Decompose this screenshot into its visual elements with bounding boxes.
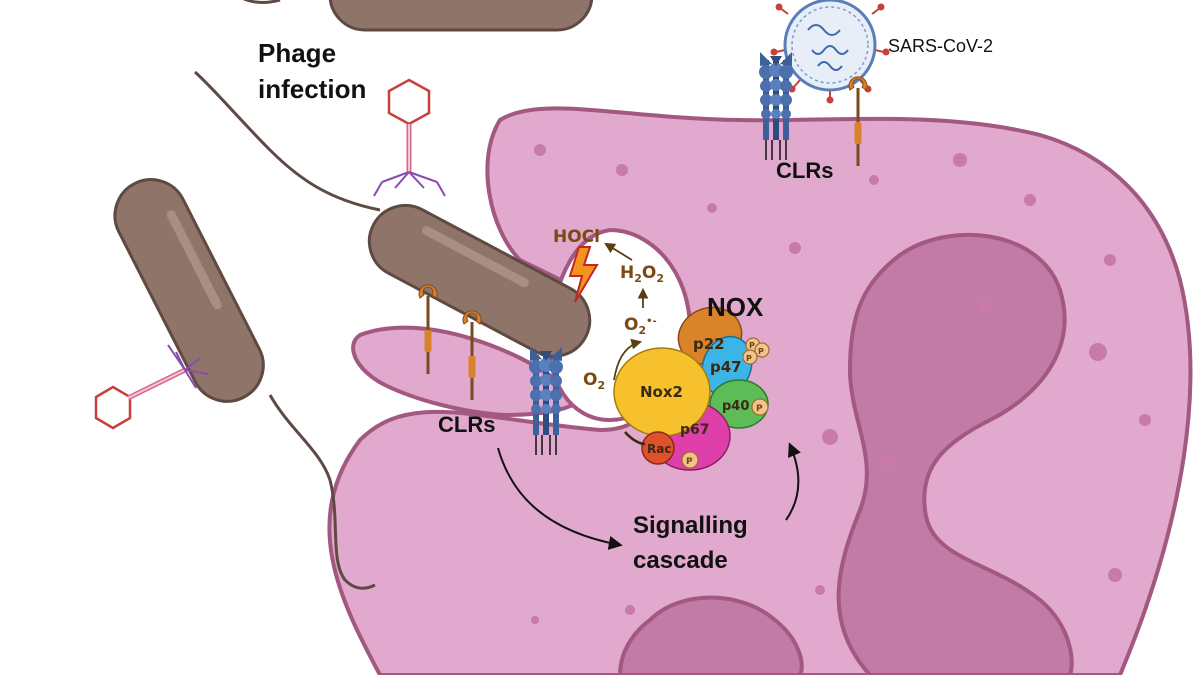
p67-label: p67 bbox=[680, 422, 710, 438]
nucleus bbox=[617, 232, 1074, 675]
granules bbox=[531, 144, 1151, 624]
p22-label: p22 bbox=[693, 335, 725, 353]
phospho-label: P bbox=[756, 404, 763, 414]
sars-cov-2-label: SARS-CoV-2 bbox=[888, 36, 993, 56]
ros-arrows bbox=[604, 242, 649, 381]
phospho-label: P bbox=[758, 347, 764, 356]
oxygen-label: O2 bbox=[583, 370, 605, 392]
phospho-label: P bbox=[749, 341, 755, 350]
clrs-label-left: CLRs bbox=[438, 412, 495, 437]
phosphate-groups bbox=[681, 337, 770, 469]
p40-label: p40 bbox=[722, 399, 749, 414]
h2o2-label: H2O2 bbox=[620, 263, 664, 285]
rac-subunit bbox=[641, 431, 675, 465]
signalling-label-line1: Signalling bbox=[633, 512, 748, 539]
rac-label: Rac bbox=[647, 442, 671, 456]
nox-complex bbox=[613, 306, 770, 471]
bacterium-phagocytosed bbox=[193, 70, 592, 358]
clrs-label-top: CLRs bbox=[776, 158, 833, 183]
phage-top bbox=[373, 78, 446, 197]
superoxide-label: O2•- bbox=[624, 315, 657, 337]
signalling-arrows bbox=[497, 442, 801, 550]
nox2-label: Nox2 bbox=[640, 383, 683, 401]
p47-label: p47 bbox=[710, 358, 742, 376]
signalling-label-line2: cascade bbox=[633, 547, 728, 574]
lightning-bolt-icon bbox=[568, 246, 599, 303]
phage-label-line1: Phage bbox=[258, 38, 336, 68]
bacterium-left bbox=[113, 178, 376, 590]
hocl-label: HOCl bbox=[553, 227, 600, 247]
phage-label-line2: infection bbox=[258, 74, 366, 104]
bacterium-top bbox=[242, 0, 594, 32]
phage-left bbox=[94, 344, 209, 430]
nox-label: NOX bbox=[707, 292, 764, 322]
phospho-label: P bbox=[686, 457, 693, 467]
sars-cov-2-virus bbox=[770, 0, 890, 104]
phospho-label: P bbox=[746, 354, 752, 363]
